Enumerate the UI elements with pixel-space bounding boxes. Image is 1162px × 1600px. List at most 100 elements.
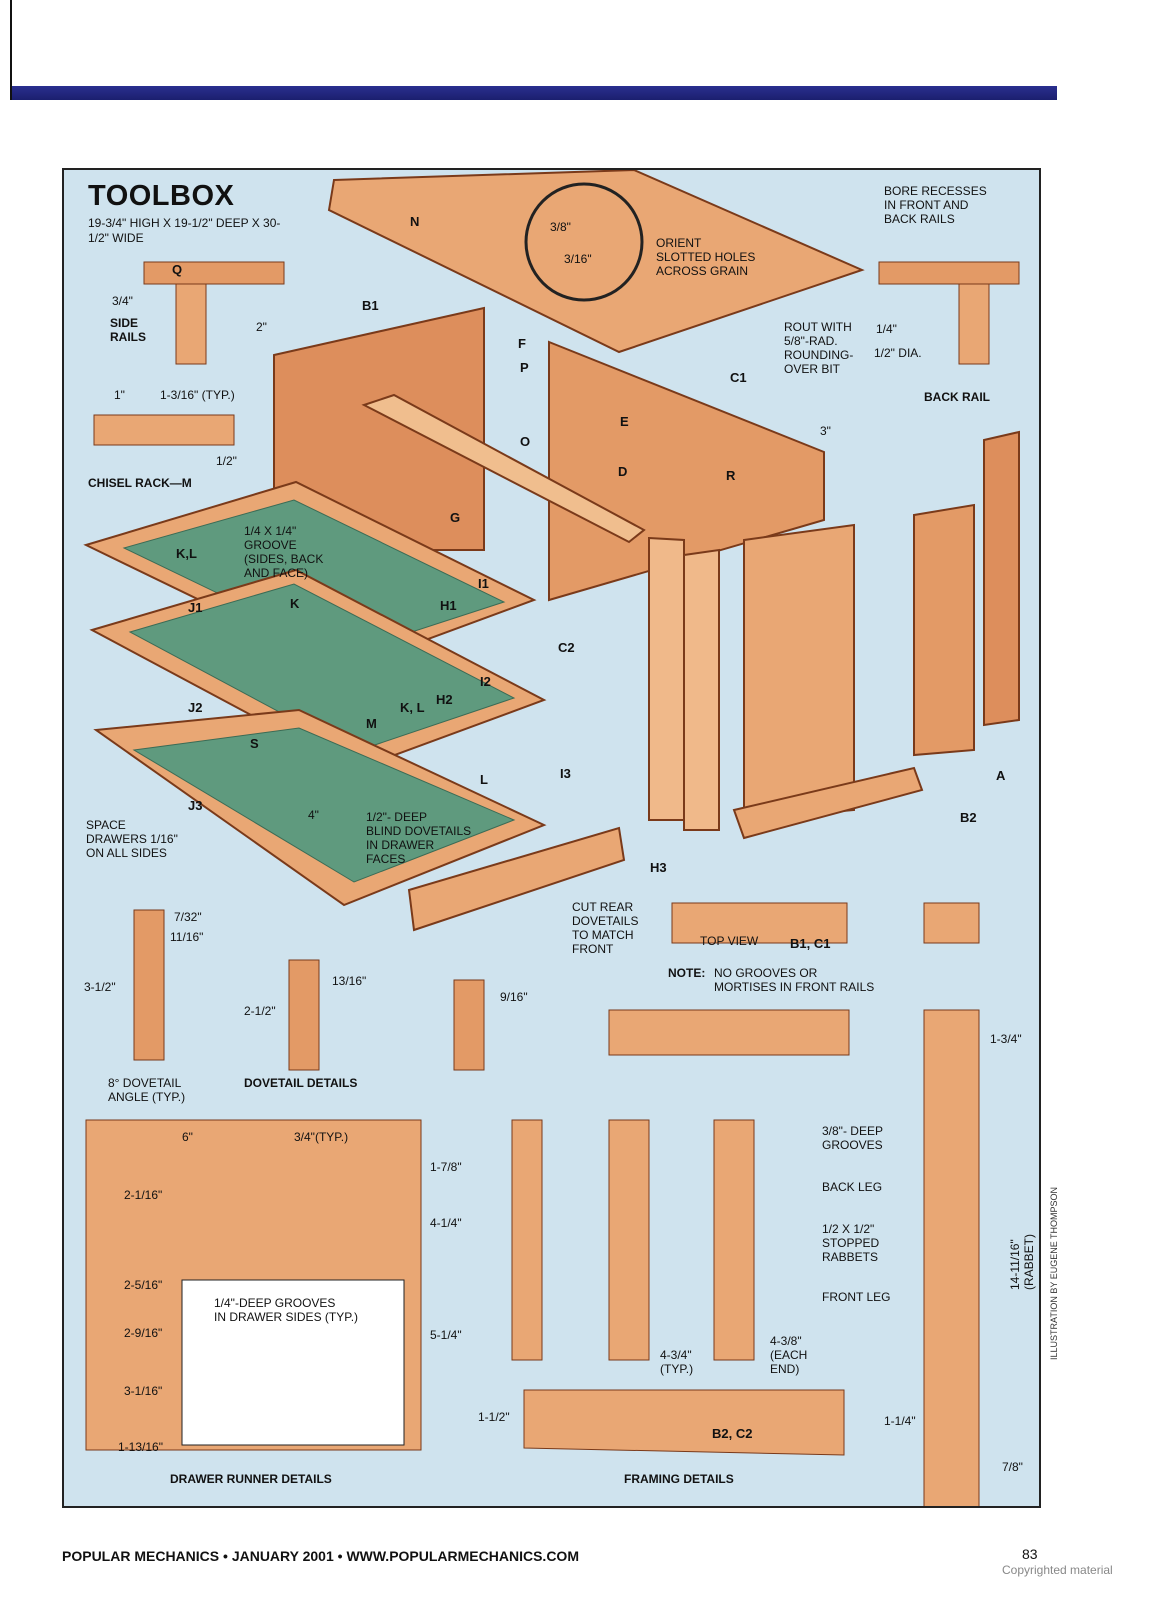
dim-drawer-height: 3-1/2"	[84, 980, 116, 994]
front-leg-label: FRONT LEG	[822, 1290, 891, 1304]
side-panel-e	[743, 523, 855, 822]
back-leg-label: BACK LEG	[822, 1180, 883, 1194]
groove-callout: 1/4 X 1/4" GROOVE (SIDES, BACK AND FACE)	[244, 524, 324, 580]
front-panel	[648, 536, 685, 821]
side-rail-detail	[143, 261, 285, 285]
dovetail-j2	[288, 959, 320, 1071]
note-label: NOTE:	[668, 966, 706, 980]
back-rail-title: BACK RAIL	[924, 390, 990, 404]
top-rail-b1	[361, 393, 646, 544]
dim-slot-width: 3/8"	[550, 220, 571, 234]
part-o: O	[520, 434, 531, 449]
part-d: D	[618, 464, 628, 479]
dim-six: 6"	[182, 1130, 193, 1144]
drawer-back-h3	[407, 826, 626, 932]
part-k: K	[290, 596, 300, 611]
part-e: E	[620, 414, 629, 429]
dovetail-angle-label: 8° DOVETAIL ANGLE (TYP.)	[108, 1076, 186, 1104]
dim-3-1-16: 3-1/16"	[124, 1384, 163, 1398]
page-subtitle: 19-3/4" HIGH X 19-1/2" DEEP X 30-1/2" WI…	[88, 216, 281, 245]
dim-1-7-8: 1-7/8"	[430, 1160, 462, 1174]
part-i1: I1	[478, 576, 489, 591]
dim-4-3-8: 4-3/8" (EACH END)	[770, 1334, 808, 1376]
back-leg-a	[983, 430, 1020, 727]
rout-callout: ROUT WITH 5/8"-RAD. ROUNDING- OVER BIT	[784, 320, 854, 376]
header-bar	[12, 86, 1057, 100]
dim-1-13-16: 1-13/16"	[118, 1440, 163, 1454]
rail-b2	[732, 766, 924, 840]
dim-three: 3"	[820, 424, 831, 438]
part-s: S	[250, 736, 259, 751]
page-title: TOOLBOX	[88, 180, 235, 212]
dim-11-16: 11/16"	[170, 930, 204, 944]
framing-d-3	[713, 1119, 755, 1361]
dim-7-8: 7/8"	[1002, 1460, 1023, 1474]
top-view-label: TOP VIEW	[700, 934, 759, 948]
bore-callout: BORE RECESSES IN FRONT AND BACK RAILS	[884, 184, 987, 226]
part-p: P	[520, 360, 529, 375]
framing-d-1	[511, 1119, 543, 1361]
dim-3-4-typ: 3/4"(TYP.)	[294, 1130, 349, 1144]
cut-rear-callout: CUT REAR DOVETAILS TO MATCH FRONT	[572, 900, 639, 956]
part-l: L	[480, 772, 488, 787]
part-b1: B1	[362, 298, 379, 313]
panel-e-right	[913, 503, 975, 757]
chisel-rack-detail	[93, 414, 235, 446]
part-h1: H1	[440, 598, 457, 613]
part-g: G	[450, 510, 461, 525]
dim-four: 4"	[308, 808, 319, 822]
dim-2-1-2: 2-1/2"	[244, 1004, 276, 1018]
dim-9-16: 9/16"	[500, 990, 528, 1004]
dim-2-1-16: 2-1/16"	[124, 1188, 163, 1202]
part-b2-c2: B2, C2	[712, 1426, 753, 1441]
dovetail-j1	[453, 979, 485, 1071]
dim-1-1-4: 1-1/4"	[884, 1414, 916, 1428]
slot-detail-circle	[524, 182, 644, 302]
framing-b2-c2	[523, 1389, 845, 1456]
part-f: F	[518, 336, 526, 351]
dim-2-9-16: 2-9/16"	[124, 1326, 163, 1340]
part-q: Q	[172, 262, 183, 277]
toolbox-illustration	[83, 170, 1020, 1506]
deep-grooves-label: 3/8"- DEEP GROOVES	[822, 1124, 883, 1152]
part-i3: I3	[560, 766, 571, 781]
dim-4-3-4: 4-3/4" (TYP.)	[660, 1348, 694, 1376]
space-callout: SPACE DRAWERS 1/16" ON ALL SIDES	[86, 818, 178, 860]
part-kl-2: K, L	[400, 700, 425, 715]
dim-1-3-4: 1-3/4"	[990, 1032, 1022, 1046]
part-kl: K,L	[176, 546, 197, 561]
page-footer: POPULAR MECHANICS • JANUARY 2001 • WWW.P…	[62, 1548, 579, 1564]
illustration-panel: TOOLBOX 19-3/4" HIGH X 19-1/2" DEEP X 30…	[62, 168, 1041, 1508]
part-r: R	[726, 468, 736, 483]
rabbet-dimension: 14-11/16" (RABBET)	[1008, 1233, 1036, 1290]
part-h3: H3	[650, 860, 667, 875]
part-c2: C2	[558, 640, 575, 655]
dovetail-details-title: DOVETAIL DETAILS	[244, 1076, 358, 1090]
blind-dovetails-callout: 1/2"- DEEP BLIND DOVETAILS IN DRAWER FAC…	[366, 810, 472, 866]
part-j3: J3	[188, 798, 203, 813]
part-c1: C1	[730, 370, 747, 385]
magazine-url: WWW.POPULARMECHANICS.COM	[346, 1548, 579, 1564]
orient-callout: ORIENT SLOTTED HOLES ACROSS GRAIN	[656, 236, 756, 278]
dim-two-inch: 2"	[256, 320, 267, 334]
note-text: NO GROOVES OR MORTISES IN FRONT RAILS	[714, 966, 875, 994]
part-j2: J2	[188, 700, 203, 715]
dim-slot-height: 3/16"	[564, 252, 592, 266]
dim-5-1-4: 5-1/4"	[430, 1328, 462, 1342]
part-m: M	[366, 716, 377, 731]
framing-b1-c1	[608, 1009, 850, 1056]
carcass-side	[273, 306, 485, 551]
part-h2: H2	[436, 692, 453, 707]
dovetail-j3	[133, 909, 165, 1061]
drawer-groove-inset	[181, 1279, 405, 1446]
dim-7-32: 7/32"	[174, 910, 202, 924]
page-number: 83	[1022, 1546, 1038, 1562]
chisel-rack-title: CHISEL RACK—M	[88, 476, 192, 490]
dim-dia: 1/2" DIA.	[874, 346, 922, 360]
drawer-runner-title: DRAWER RUNNER DETAILS	[170, 1472, 332, 1486]
framing-details-title: FRAMING DETAILS	[624, 1472, 734, 1486]
back-rail-detail	[878, 261, 1020, 285]
front-leg-a	[683, 548, 720, 831]
part-j1: J1	[188, 600, 203, 615]
dim-2-5-16: 2-5/16"	[124, 1278, 163, 1292]
